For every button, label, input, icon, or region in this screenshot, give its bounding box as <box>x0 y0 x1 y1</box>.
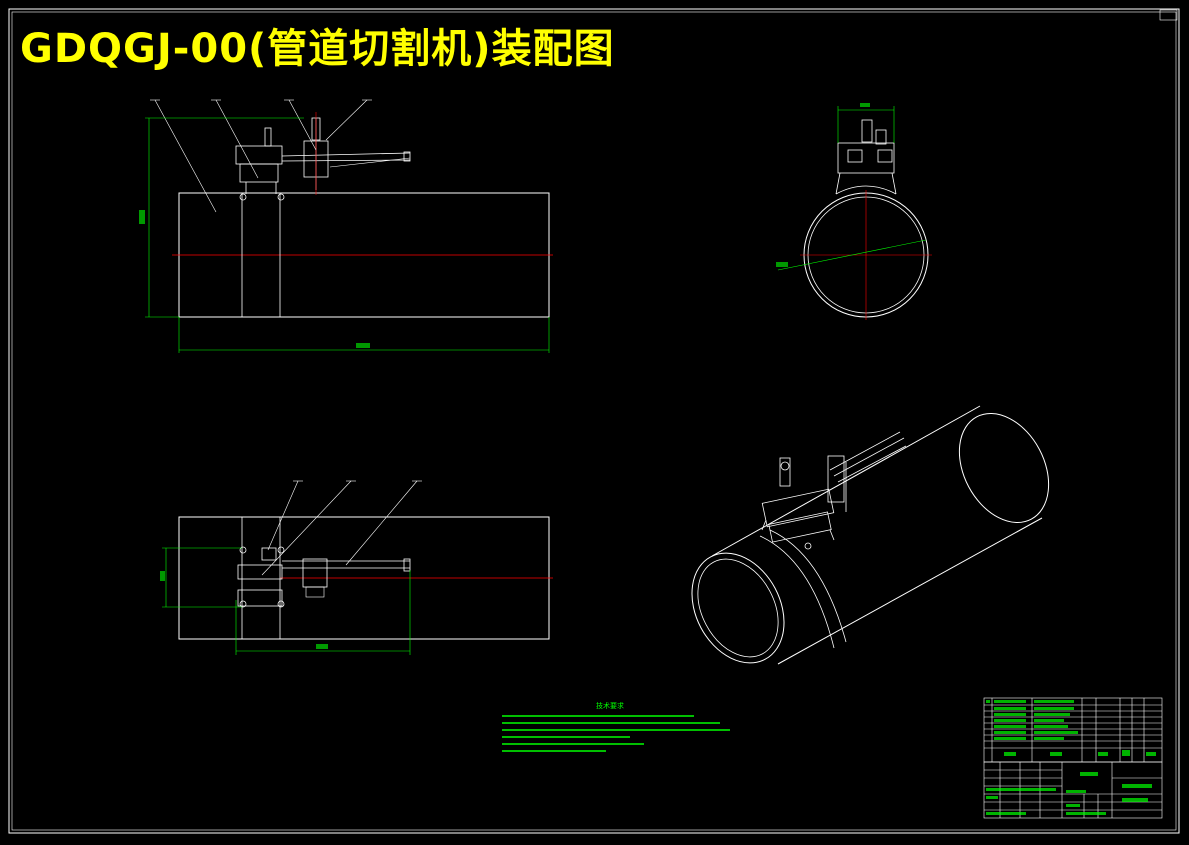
carriage-iso <box>761 488 835 528</box>
clamp-band-iso <box>759 535 835 649</box>
support-curve-side <box>835 185 897 195</box>
roller-iso <box>804 542 812 550</box>
leader-line <box>325 99 368 141</box>
tech-req-line <box>502 729 730 731</box>
roller-front-right <box>277 193 285 201</box>
leader-line <box>345 480 418 566</box>
isometric-view <box>691 405 1050 665</box>
motor-iso <box>779 457 791 487</box>
drawing-title: GDQGJ-00(管道切割机)装配图 <box>20 26 615 72</box>
torch-box-side <box>875 129 887 145</box>
torch-base-top <box>305 586 325 598</box>
carriage-base-iso <box>768 511 832 543</box>
clamp-band-front <box>241 192 281 318</box>
diameter-line-side <box>777 239 927 271</box>
dimension-label-mark <box>139 210 145 224</box>
outer-border <box>8 8 1180 834</box>
roller-front-left <box>239 193 247 201</box>
carriage-top-mid <box>237 564 283 580</box>
title-block <box>983 697 1163 819</box>
arm-end-top <box>403 558 411 572</box>
dimension-label-mark <box>160 571 165 581</box>
knob-iso <box>780 461 790 471</box>
leader-line <box>261 480 352 576</box>
support-arm-side <box>891 172 897 195</box>
torch-arm-front <box>281 152 411 157</box>
clamp-band-iso <box>769 529 847 643</box>
tech-req-line <box>502 715 694 717</box>
top-view <box>160 480 553 655</box>
tech-req-line <box>502 750 606 752</box>
tech-req-line <box>502 743 644 745</box>
leg-iso <box>829 529 835 541</box>
torch-arm-front <box>329 157 411 168</box>
leader-line <box>288 99 317 151</box>
roller-top <box>239 600 247 608</box>
dimension-label-mark <box>316 644 328 649</box>
dimension-label-mark <box>356 343 370 348</box>
roller-top <box>239 546 247 554</box>
tech-req-line <box>502 722 720 724</box>
arm-end-front <box>403 151 411 162</box>
leader-line <box>154 99 217 213</box>
corner-marker <box>1159 9 1178 21</box>
torch-arm-iso <box>829 431 901 471</box>
carriage-front <box>235 145 283 165</box>
pipe-end-outer-iso <box>691 552 785 664</box>
title-block-text-marks <box>986 700 1156 815</box>
carriage-top-lower <box>237 589 283 607</box>
inner-border <box>11 11 1177 831</box>
side-view <box>776 103 932 320</box>
pipe-end-inner-iso <box>697 558 779 658</box>
torch-arm-iso <box>837 445 907 483</box>
pipe-edge-iso <box>777 517 1043 665</box>
motor-box-side <box>861 119 873 143</box>
leader-line <box>215 99 259 179</box>
roller-top <box>277 546 285 554</box>
torch-holder-iso <box>827 455 845 503</box>
dimension-label-mark <box>776 262 788 267</box>
torch-holder-top <box>302 558 328 588</box>
motor-front <box>264 127 272 147</box>
carriage-base-front <box>239 163 279 183</box>
pipe-far-end-iso <box>958 412 1050 524</box>
carriage-side <box>837 142 895 174</box>
tech-req-line <box>502 736 630 738</box>
torch-arm-iso <box>833 437 905 477</box>
dimension-label-mark <box>860 103 870 107</box>
tech-req-title: 技术要求 <box>596 701 624 710</box>
leg-iso <box>761 519 767 531</box>
motor-side-right <box>877 149 893 163</box>
carriage-top-upper <box>261 547 277 561</box>
support-arm-side <box>835 172 841 195</box>
roller-top <box>277 600 285 608</box>
front-view <box>139 99 553 353</box>
technical-requirements: 技术要求 <box>502 701 730 752</box>
motor-side-left <box>847 149 863 163</box>
leader-line <box>267 480 299 551</box>
clamp-band-top <box>241 516 281 640</box>
title-block-main <box>983 761 1163 819</box>
